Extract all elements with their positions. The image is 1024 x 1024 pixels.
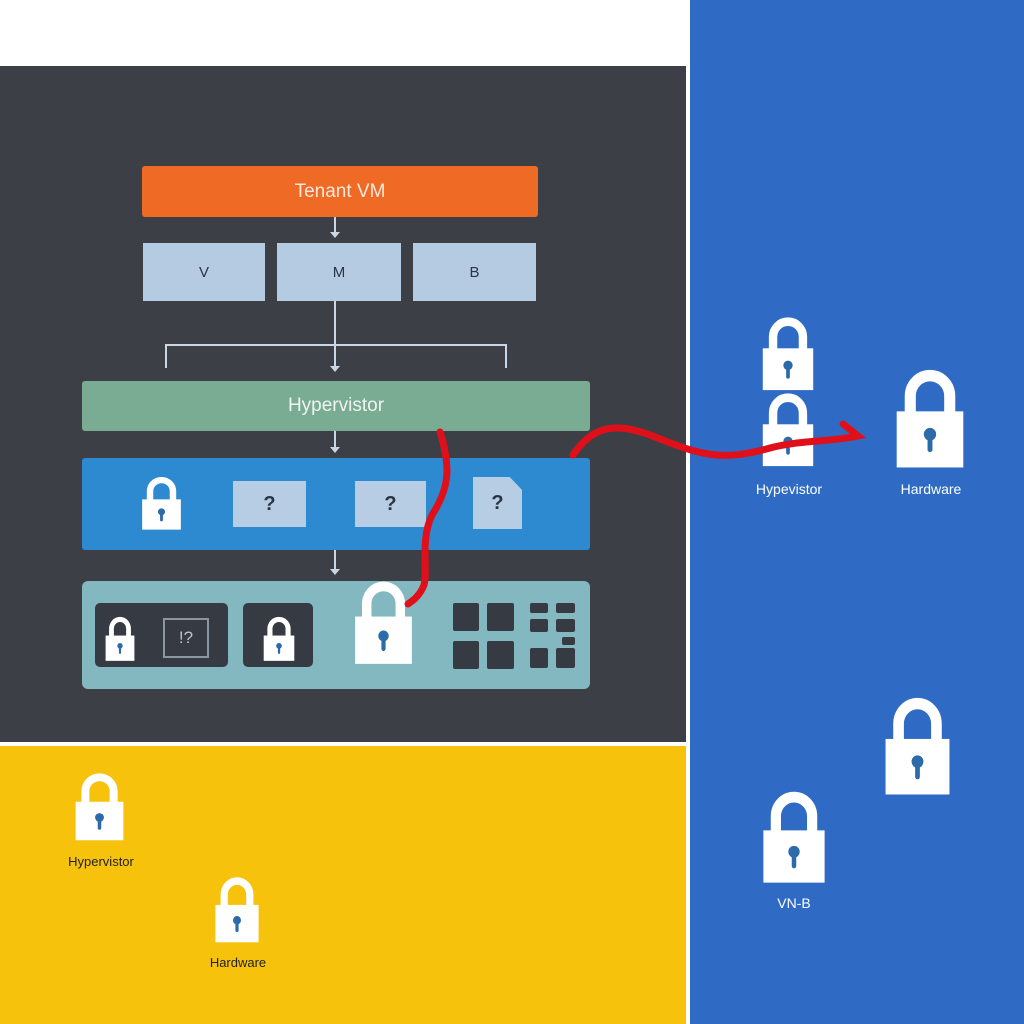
vn-b-label: VN-B bbox=[777, 895, 811, 911]
lock-icon bbox=[213, 876, 261, 944]
lock-icon bbox=[893, 368, 967, 470]
unknown-box: ? bbox=[233, 481, 306, 527]
component-b: B bbox=[413, 243, 536, 301]
hypervisor-label: Hypevistor bbox=[755, 481, 823, 497]
key-icon bbox=[562, 637, 575, 645]
component-m: M bbox=[277, 243, 401, 301]
side-panel bbox=[690, 0, 1024, 1024]
document-icon: ? bbox=[473, 477, 522, 529]
lock-icon bbox=[760, 316, 816, 392]
unknown-box: !? bbox=[163, 618, 209, 658]
unknown-box: ? bbox=[355, 481, 426, 527]
lock-icon bbox=[882, 696, 953, 797]
key-icon bbox=[556, 648, 575, 668]
lock-icon bbox=[73, 772, 126, 842]
key-icon bbox=[530, 648, 548, 668]
hypervisor-layer: Hypervistor bbox=[82, 381, 590, 431]
lock-icon bbox=[262, 616, 296, 662]
tenant-vm-layer: Tenant VM bbox=[142, 166, 538, 217]
chip-icon bbox=[453, 641, 479, 669]
lock-icon bbox=[352, 580, 415, 666]
connectors bbox=[165, 217, 507, 575]
key-icon bbox=[556, 619, 575, 632]
key-icon bbox=[530, 603, 548, 613]
chip-icon bbox=[487, 641, 514, 669]
hardware-label: Hardware bbox=[209, 955, 267, 970]
component-v: V bbox=[143, 243, 265, 301]
key-icon bbox=[530, 619, 548, 632]
hardware-label: Hardware bbox=[900, 481, 962, 497]
key-icon bbox=[556, 603, 575, 613]
chip-icon bbox=[487, 603, 514, 631]
chip-icon bbox=[453, 603, 479, 631]
lock-icon bbox=[140, 476, 183, 531]
lock-icon bbox=[104, 616, 136, 662]
hypervisor-label: Hypervistor bbox=[68, 854, 134, 869]
lock-icon bbox=[760, 790, 828, 885]
